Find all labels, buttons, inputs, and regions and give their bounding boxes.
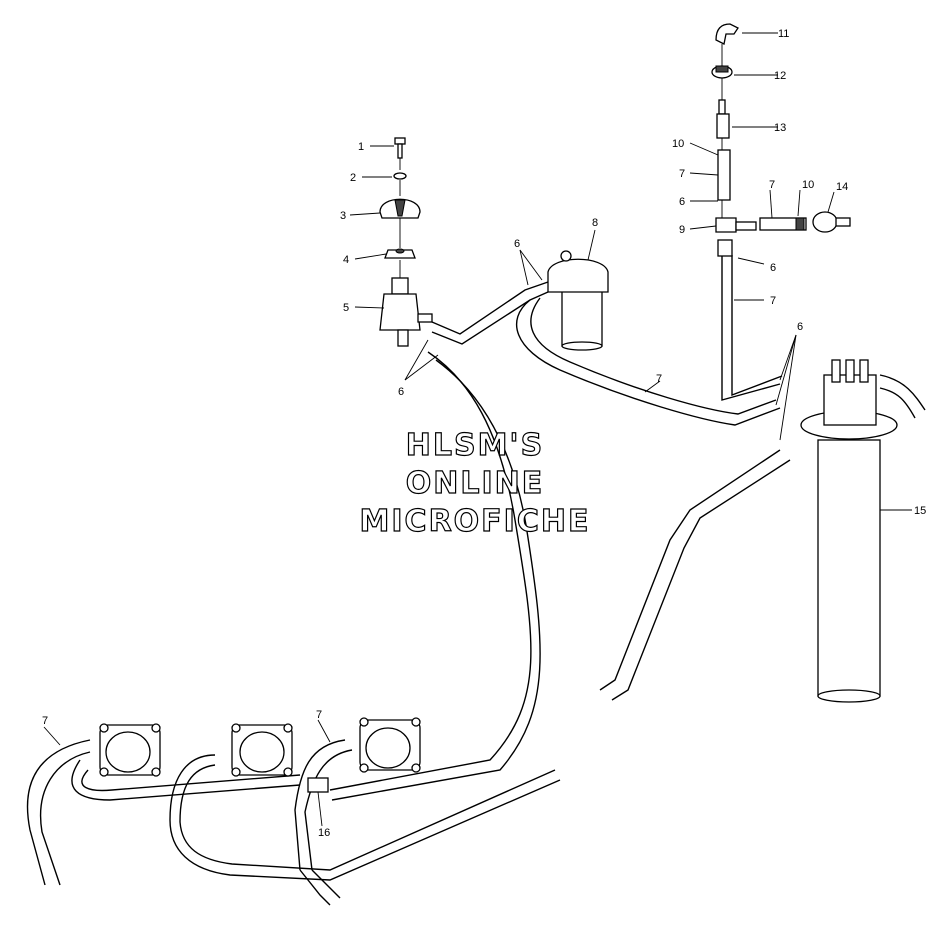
filter-body-part [379, 293, 421, 331]
callout-4: 4 [343, 254, 349, 266]
carb-middle-bolt-2 [283, 723, 293, 733]
washer-part [393, 172, 407, 180]
filter-neck [391, 277, 409, 295]
filter-side-port [417, 313, 433, 323]
callout-7: 7 [656, 373, 662, 385]
watermark: HLSM'S ONLINE MICROFICHE [359, 427, 591, 539]
callout-6: 6 [514, 238, 520, 250]
filter-bowl [561, 289, 603, 347]
filter-head [547, 258, 609, 293]
side-hose-clamp [795, 217, 805, 231]
tank-fitting-c [859, 359, 869, 383]
elbow-part [715, 23, 739, 45]
callouts: 1 2 3 4 5 6 6 6 6 6 7 7 7 7 7 7 8 9 10 1… [42, 28, 926, 839]
carb-left-bore [105, 731, 151, 773]
valve-tip [718, 99, 726, 115]
carb-right-bolt-3 [359, 763, 369, 773]
screw-shaft [397, 143, 403, 159]
hose-segment [717, 149, 731, 201]
screw-part [394, 137, 406, 145]
watermark-line-3: MICROFICHE [360, 504, 591, 539]
carb-middle-bolt-3 [231, 767, 241, 777]
check-valve-part [716, 113, 730, 139]
callout-8: 8 [592, 217, 598, 229]
tee-lower [717, 239, 733, 257]
nut-hole [395, 248, 405, 254]
callout-6: 6 [679, 196, 685, 208]
callout-1: 1 [358, 141, 364, 153]
callout-6: 6 [398, 386, 404, 398]
callout-5: 5 [343, 302, 349, 314]
carb-middle-bolt-1 [231, 723, 241, 733]
tank-tube-bottom [817, 689, 881, 703]
tee-branch [735, 221, 757, 231]
filter-assembly [379, 137, 433, 347]
roll-valve-nipple [835, 217, 851, 227]
fuel-filter-8 [547, 250, 609, 351]
tank-fitting-a [831, 359, 841, 383]
callout-7: 7 [679, 168, 685, 180]
tank-fitting-b [845, 359, 855, 383]
callout-6: 6 [797, 321, 803, 333]
callout-7: 7 [769, 179, 775, 191]
carburetors [99, 717, 421, 793]
tee-16-part [307, 777, 329, 793]
callout-7: 7 [316, 709, 322, 721]
carb-left-bolt-2 [151, 723, 161, 733]
carb-right-bolt-2 [411, 717, 421, 727]
callout-11: 11 [778, 28, 789, 40]
carb-left-bolt-4 [151, 767, 161, 777]
leader-lines [43, 32, 912, 827]
callout-6: 6 [770, 262, 776, 274]
carb-right-bore [365, 727, 411, 769]
filter-bowl-bottom [561, 341, 603, 351]
hoses [26, 255, 926, 906]
callout-2: 2 [350, 172, 356, 184]
carb-middle-bore [239, 731, 285, 773]
watermark-line-1: HLSM'S [406, 428, 544, 463]
callout-9: 9 [679, 224, 685, 236]
callout-10: 10 [802, 179, 814, 191]
carb-left-bolt-1 [99, 723, 109, 733]
callout-14: 14 [836, 181, 848, 193]
side-hose [759, 217, 807, 231]
carb-left-bolt-3 [99, 767, 109, 777]
watermark-line-2: ONLINE [406, 466, 545, 501]
filter-outlet [397, 329, 409, 347]
tank-tube [817, 439, 881, 697]
fuel-tank-pickup [800, 359, 898, 703]
clamp-shade [715, 65, 729, 73]
carb-middle-bolt-4 [283, 767, 293, 777]
callout-10: 10 [672, 138, 684, 150]
tee-fitting [715, 217, 737, 233]
filter-head-bolt [560, 250, 572, 262]
callout-7: 7 [42, 715, 48, 727]
callout-7: 7 [770, 295, 776, 307]
callout-16: 16 [318, 827, 330, 839]
callout-12: 12 [774, 70, 786, 82]
cover-dome-shade [394, 199, 406, 217]
roll-valve-part [812, 211, 838, 233]
callout-3: 3 [340, 210, 346, 222]
carb-right-bolt-1 [359, 717, 369, 727]
carb-right-bolt-4 [411, 763, 421, 773]
vent-assembly [711, 23, 851, 257]
callout-15: 15 [914, 505, 926, 517]
callout-13: 13 [774, 122, 786, 134]
